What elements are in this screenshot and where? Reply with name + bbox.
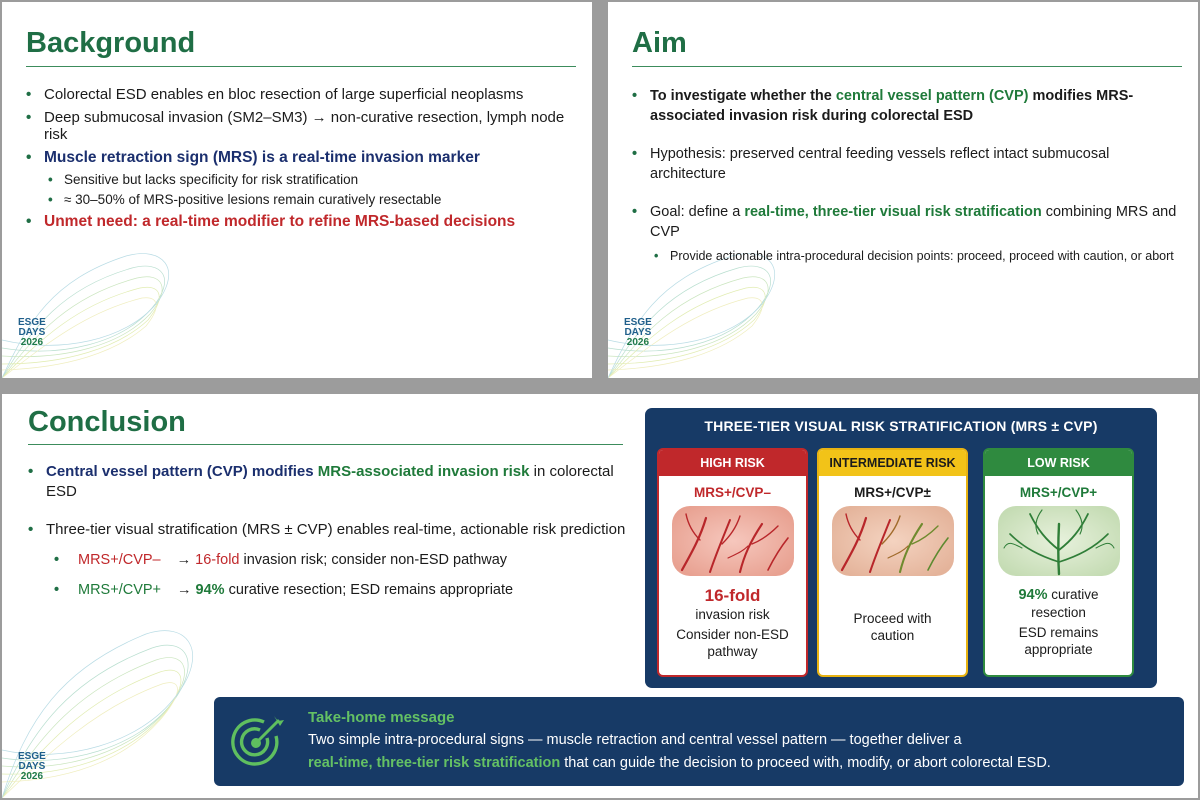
take-home-text: Two simple intra-procedural signs — musc… — [308, 732, 962, 748]
sub-bullet-item: ≈ 30–50% of MRS-positive lesions remain … — [26, 192, 581, 207]
sub-bullet-item: Provide actionable intra-procedural deci… — [632, 246, 1184, 266]
card-header: LOW RISK — [985, 450, 1132, 476]
intermediate-risk-card: INTERMEDIATE RISK MRS+/CVP± Proceed with… — [817, 448, 968, 677]
take-home-box: Take-home message Two simple intra-proce… — [214, 697, 1184, 786]
sub-bullet-item: Sensitive but lacks specificity for risk… — [26, 172, 581, 187]
take-home-title: Take-home message — [308, 709, 455, 726]
vessel-image-icon — [671, 506, 794, 576]
wave-decoration — [2, 630, 194, 798]
aim-bullets: To investigate whether the central vesse… — [632, 86, 1184, 266]
arrow-icon: → — [176, 552, 192, 568]
title-divider — [28, 444, 623, 445]
title-divider — [26, 66, 576, 67]
aim-title: Aim — [632, 27, 687, 59]
bullet-item: Three-tier visual stratification (MRS ± … — [28, 520, 643, 540]
bullet-item: Muscle retraction sign (MRS) is a real-t… — [26, 149, 581, 167]
bullet-item: Colorectal ESD enables en bloc resection… — [26, 86, 581, 103]
sub-bullet-item: MRS+/CVP–→ 16-fold invasion risk; consid… — [28, 550, 643, 570]
card-text: ESD remains appropriate — [1018, 625, 1099, 657]
arrow-icon: → — [177, 582, 192, 598]
risk-stratification-box: THREE-TIER VISUAL RISK STRATIFICATION (M… — [645, 408, 1157, 688]
card-subtitle: MRS+/CVP– — [694, 485, 771, 500]
vessel-image-icon — [831, 506, 954, 576]
vessel-image-icon — [997, 506, 1120, 576]
conclusion-bullets: Central vessel pattern (CVP) modifies MR… — [28, 462, 643, 600]
risk-box-title: THREE-TIER VISUAL RISK STRATIFICATION (M… — [704, 418, 1098, 434]
card-subtitle: MRS+/CVP+ — [1019, 485, 1098, 500]
card-text: invasion risk — [695, 607, 770, 622]
title-divider — [632, 66, 1182, 67]
background-title: Background — [26, 27, 196, 59]
card-header: INTERMEDIATE RISK — [819, 450, 966, 476]
sub-bullet-item: MRS+/CVP+→ 94% curative resection; ESD r… — [28, 580, 643, 600]
card-text: Consider non-ESD pathway — [676, 627, 789, 659]
bullet-item: Deep submucosal invasion (SM2–SM3) → non… — [26, 109, 581, 143]
bullet-item: Hypothesis: preserved central feeding ve… — [632, 144, 1184, 184]
bullet-item: Central vessel pattern (CVP) modifies MR… — [28, 462, 643, 502]
card-header: HIGH RISK — [659, 450, 806, 476]
target-icon — [231, 716, 284, 766]
low-risk-stat: 94% — [1018, 587, 1048, 603]
bullet-item: Goal: define a real-time, three-tier vis… — [632, 202, 1184, 242]
wave-decoration — [2, 253, 169, 378]
high-risk-card: HIGH RISK MRS+/CVP– 16-fold invasion ris… — [657, 448, 808, 677]
background-bullets: Colorectal ESD enables en bloc resection… — [26, 86, 581, 231]
low-risk-stat-line: 94% curative — [1018, 587, 1099, 603]
take-home-text: real-time, three-tier risk stratificatio… — [308, 755, 1051, 771]
low-risk-card: LOW RISK MRS+/CVP+ 94% curativ — [983, 448, 1134, 677]
card-subtitle: MRS+/CVP± — [854, 485, 931, 500]
card-text: Proceed with caution — [853, 611, 932, 643]
bullet-item: Unmet need: a real-time modifier to refi… — [26, 213, 581, 231]
high-risk-stat: 16-fold — [704, 586, 761, 605]
card-text: resection — [1031, 605, 1086, 620]
bullet-item: To investigate whether the central vesse… — [632, 86, 1184, 126]
conclusion-title: Conclusion — [28, 406, 186, 438]
